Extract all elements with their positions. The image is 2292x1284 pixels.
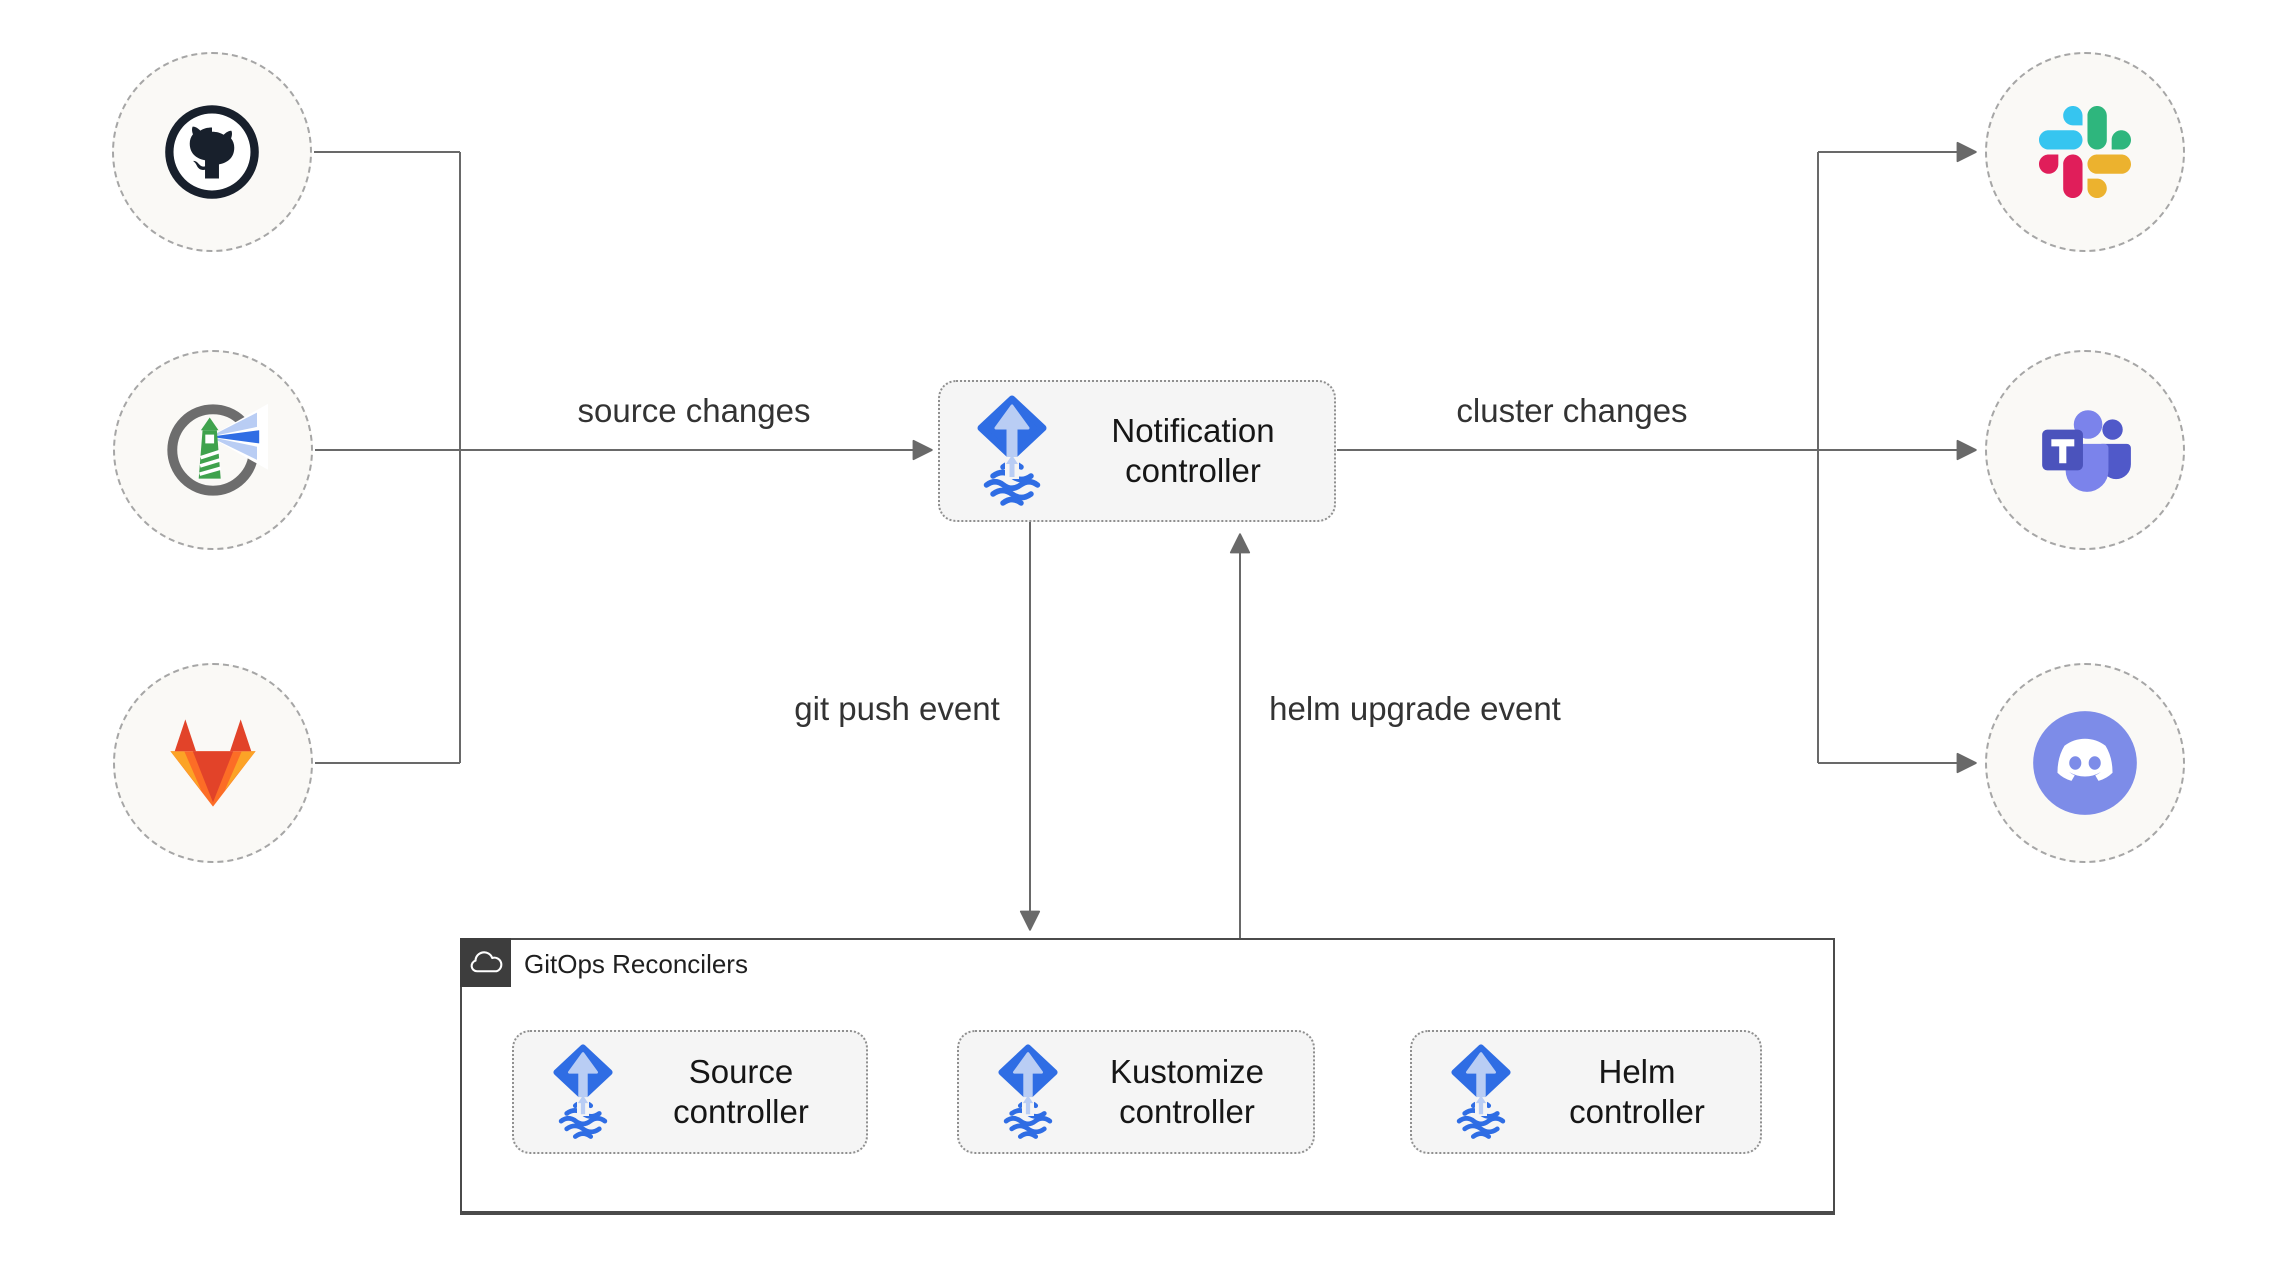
cloud-icon xyxy=(470,950,502,972)
edge-label-helm-upgrade-event: helm upgrade event xyxy=(1269,690,1561,727)
group-tab xyxy=(460,938,511,987)
slack-logo-icon xyxy=(2039,106,2131,198)
node-label: Kustomize controller xyxy=(1109,1053,1265,1130)
source-node-gitlab xyxy=(113,663,313,863)
notifier-node-discord xyxy=(1985,663,2185,863)
node-kustomize-controller: Kustomize controller xyxy=(957,1030,1315,1154)
flux-icon xyxy=(540,1044,626,1140)
flux-icon xyxy=(962,395,1062,507)
teams-logo-icon xyxy=(2042,410,2131,492)
flux-icon xyxy=(985,1044,1071,1140)
node-helm-controller: Helm controller xyxy=(1410,1030,1762,1154)
edge-label-cluster-changes: cluster changes xyxy=(1456,392,1688,429)
flux-icon xyxy=(1438,1044,1524,1140)
source-node-github xyxy=(112,52,312,252)
group-gitops-reconcilers: GitOps Reconcilers Source controller Kus… xyxy=(460,938,1835,1215)
notifier-node-slack xyxy=(1985,52,2185,252)
discord-logo-icon xyxy=(2033,711,2137,815)
node-label: Source controller xyxy=(673,1053,809,1130)
source-node-harbor xyxy=(113,350,313,550)
node-label: Notification controller xyxy=(1111,412,1275,489)
node-label: Helm controller xyxy=(1569,1053,1705,1130)
github-logo-icon xyxy=(165,105,259,199)
edge-label-source-changes: source changes xyxy=(577,392,811,429)
node-notification-controller: Notification controller xyxy=(938,380,1336,522)
group-title: GitOps Reconcilers xyxy=(524,948,748,979)
notifier-node-teams xyxy=(1985,350,2185,550)
harbor-logo-icon xyxy=(167,403,268,496)
edge-label-git-push-event: git push event xyxy=(794,690,1000,727)
node-source-controller: Source controller xyxy=(512,1030,868,1154)
gitlab-logo-icon xyxy=(170,719,256,807)
